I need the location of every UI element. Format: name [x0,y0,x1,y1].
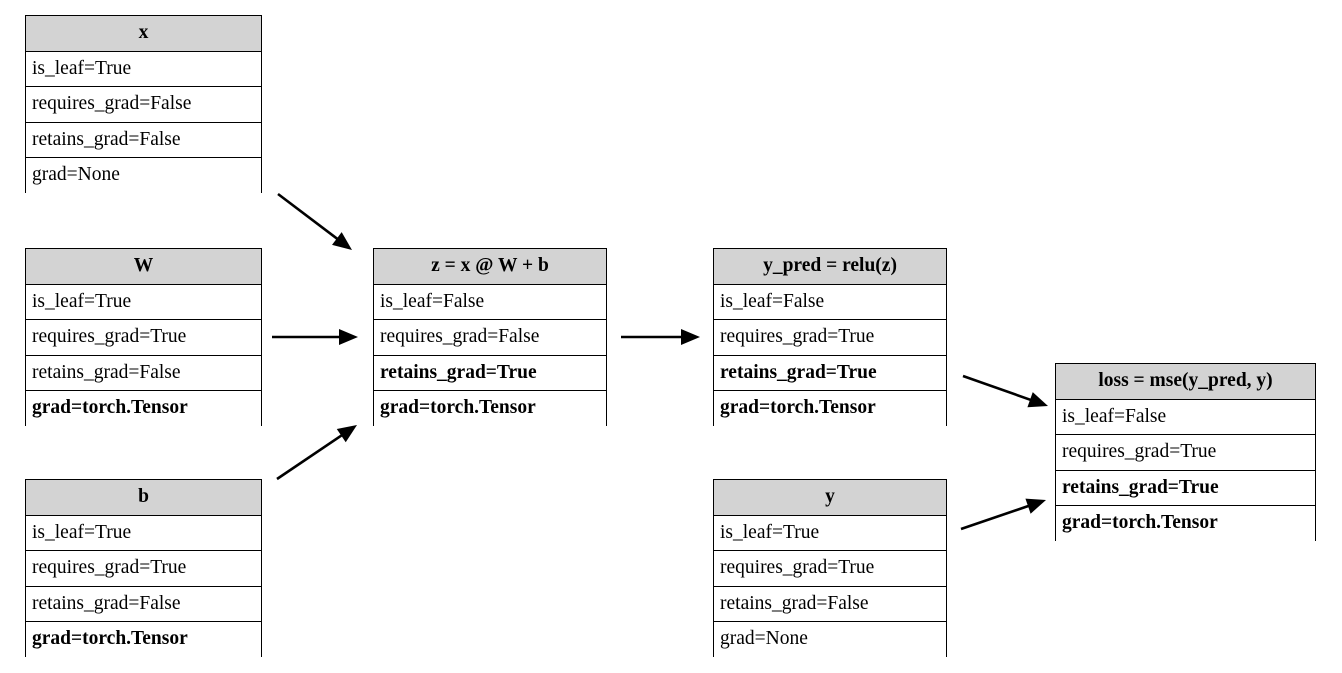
node-x-field-2: retains_grad=False [26,122,261,158]
node-loss-field-2: retains_grad=True [1056,470,1315,506]
node-y-field-2: retains_grad=False [714,586,946,622]
node-W-field-1: requires_grad=True [26,320,261,356]
node-x-field-1: requires_grad=False [26,87,261,123]
edge-y-to-loss [960,498,1046,531]
node-loss-field-1: requires_grad=True [1056,435,1315,471]
edge-W-to-z [272,329,358,345]
node-y_pred-field-3: grad=torch.Tensor [714,391,946,427]
node-y-field-0: is_leaf=True [714,515,946,551]
node-b-field-2: retains_grad=False [26,586,261,622]
node-W-field-2: retains_grad=False [26,355,261,391]
node-W-field-0: is_leaf=True [26,284,261,320]
node-y_pred-field-0: is_leaf=False [714,284,946,320]
edge-b-to-z [276,425,357,481]
node-x-field-3: grad=None [26,158,261,194]
node-y_pred-field-2: retains_grad=True [714,355,946,391]
node-x-field-0: is_leaf=True [26,51,261,87]
node-loss-field-3: grad=torch.Tensor [1056,506,1315,542]
node-loss-header: loss = mse(y_pred, y) [1056,364,1315,400]
node-y_pred-header: y_pred = relu(z) [714,249,946,285]
node-loss-field-0: is_leaf=False [1056,399,1315,435]
node-z-header: z = x @ W + b [374,249,606,285]
node-y-field-1: requires_grad=True [714,551,946,587]
node-z-field-1: requires_grad=False [374,320,606,356]
node-b-field-3: grad=torch.Tensor [26,622,261,658]
node-b-field-1: requires_grad=True [26,551,261,587]
node-z-field-3: grad=torch.Tensor [374,391,606,427]
node-z-field-2: retains_grad=True [374,355,606,391]
edge-z-to-y_pred [621,329,700,345]
node-b-header: b [26,480,261,516]
node-z-field-0: is_leaf=False [374,284,606,320]
node-W-header: W [26,249,261,285]
node-W-field-3: grad=torch.Tensor [26,391,261,427]
node-x-header: x [26,16,261,52]
node-b-field-0: is_leaf=True [26,515,261,551]
edge-x-to-z [277,192,352,250]
node-y_pred-field-1: requires_grad=True [714,320,946,356]
node-y-field-3: grad=None [714,622,946,658]
node-y-header: y [714,480,946,516]
edge-y_pred-to-loss [962,374,1048,408]
